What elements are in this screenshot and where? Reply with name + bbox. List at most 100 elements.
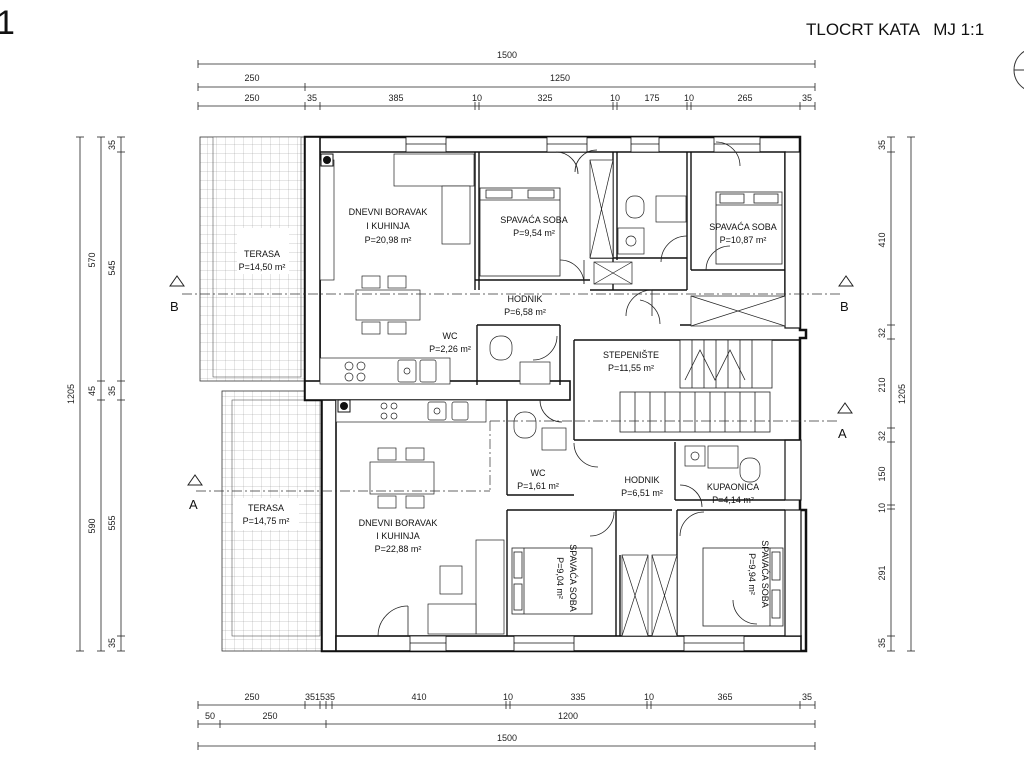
dim-top-r3-8: 265: [737, 93, 752, 103]
stepeniste-area: P=11,55 m²: [608, 363, 654, 373]
chimney-icon: [337, 399, 351, 413]
dim-bot-r1-0: 250: [244, 692, 259, 702]
section-lines: [182, 293, 840, 492]
sofa-bottom: [427, 539, 505, 635]
section-b-right: B: [840, 299, 849, 314]
terrace-top: [199, 136, 306, 382]
spavaca-3-name: SPAVAĆA SOBA: [568, 544, 578, 612]
hodnik-bottom-area: P=6,51 m²: [621, 488, 663, 498]
section-a-right: A: [838, 426, 847, 441]
dim-right-r2-0: 35: [877, 140, 887, 150]
dim-top-total: 1500: [497, 50, 517, 60]
stairs: [619, 339, 773, 433]
dining-table-bottom: [369, 447, 435, 509]
terasa-top-area: P=14,50 m²: [239, 262, 286, 272]
stepeniste-name: STEPENIŠTE: [603, 350, 659, 360]
dim-left-r3-3: 555: [107, 515, 117, 530]
bottom-dimensions: 250 351535 410 10 335 10 365 35 50 250 1…: [197, 692, 816, 750]
kitchen-top: [319, 153, 475, 385]
terrace-bottom: [221, 390, 323, 652]
dim-bot-r1-2: 410: [411, 692, 426, 702]
dim-bot-r2-1: 250: [262, 711, 277, 721]
dim-right-r2-8: 35: [877, 638, 887, 648]
wc-bottom-area: P=1,61 m²: [517, 481, 559, 491]
dim-left-r3-0: 35: [107, 140, 117, 150]
beds: [479, 187, 784, 627]
room-labels: TERASA P=14,50 m² DNEVNI BORAVAK I KUHIN…: [239, 207, 777, 612]
dim-bot-r1-3: 10: [503, 692, 513, 702]
dim-top-r3-7: 10: [684, 93, 694, 103]
spavaca-3-area: P=9,04 m²: [555, 557, 565, 599]
boravak-bottom-line1: DNEVNI BORAVAK: [359, 518, 438, 528]
wc-top-area: P=2,26 m²: [429, 344, 471, 354]
dim-left-r3-1: 545: [107, 260, 117, 275]
dim-bot-r1-1: 351535: [305, 692, 335, 702]
wc-bottom-name: WC: [531, 468, 546, 478]
dim-right-r2-6: 10: [877, 503, 887, 513]
terasa-top-name: TERASA: [244, 249, 280, 259]
spavaca-4-area: P=9,94 m²: [747, 553, 757, 595]
dim-top-r3-6: 175: [644, 93, 659, 103]
terasa-bottom-area: P=14,75 m²: [243, 516, 290, 526]
dim-bot-total: 1500: [497, 733, 517, 743]
dim-top-r3-5: 10: [610, 93, 620, 103]
drawing-title: TLOCRT KATA MJ 1:1: [806, 20, 984, 39]
dim-top-r3-3: 10: [472, 93, 482, 103]
kupaonica-name: KUPAONICA: [707, 482, 759, 492]
spavaca-2-area: P=10,87 m²: [720, 235, 767, 245]
windows-top: [405, 136, 761, 652]
north-arrow-icon: [1013, 50, 1024, 90]
boravak-top-line2: I KUHINJA: [366, 221, 410, 231]
dim-left-r3-4: 35: [107, 638, 117, 648]
hodnik-top-area: P=6,58 m²: [504, 307, 546, 317]
dim-right-r2-3: 210: [877, 377, 887, 392]
hodnik-top-name: HODNIK: [507, 294, 542, 304]
chimney-icon: [320, 153, 334, 167]
dim-bot-r1-5: 10: [644, 692, 654, 702]
dim-left-r3-2: 35: [107, 386, 117, 396]
dim-right-r2-4: 32: [877, 431, 887, 441]
dim-top-r3-2: 385: [388, 93, 403, 103]
dim-top-r3-9: 35: [802, 93, 812, 103]
dim-right-r2-7: 291: [877, 565, 887, 580]
wc-top-name: WC: [443, 331, 458, 341]
dim-bot-r1-7: 35: [802, 692, 812, 702]
boravak-top-area: P=20,98 m²: [365, 235, 412, 245]
spavaca-1-name: SPAVAĆA SOBA: [500, 215, 568, 225]
boravak-bottom-line2: I KUHINJA: [376, 531, 420, 541]
spavaca-4-name: SPAVAĆA SOBA: [760, 540, 770, 608]
right-dimensions: 35 410 32 210 32 150 10 291 35 1205: [877, 136, 915, 652]
dim-right-r2-5: 150: [877, 466, 887, 481]
dim-bot-r1-4: 335: [570, 692, 585, 702]
section-b-left: B: [170, 299, 179, 314]
dining-table-top: [355, 275, 421, 335]
dim-top-r3-1: 35: [307, 93, 317, 103]
wc-top-fixtures: [489, 195, 687, 385]
spavaca-1-area: P=9,54 m²: [513, 228, 555, 238]
terasa-bottom-name: TERASA: [248, 503, 284, 513]
section-a-left: A: [189, 497, 198, 512]
sheet-number: 1: [0, 4, 15, 42]
wc-bottom-fixtures: [513, 411, 761, 483]
dim-bot-r1-6: 365: [717, 692, 732, 702]
dim-top-r3-4: 325: [537, 93, 552, 103]
top-dimensions: 1500 250 1250 250 35 385 10 325 10 175 1…: [197, 50, 816, 110]
dim-left-r2-0: 570: [87, 252, 97, 267]
hodnik-bottom-name: HODNIK: [624, 475, 659, 485]
dim-bot-r2-2: 1200: [558, 711, 578, 721]
kupaonica-area: P=4,14 m²: [712, 495, 754, 505]
dim-right-r2-2: 32: [877, 328, 887, 338]
boravak-bottom-area: P=22,88 m²: [375, 544, 422, 554]
dim-left-r2-1: 45: [87, 386, 97, 396]
dim-left-total: 1205: [66, 384, 76, 404]
section-marker-icon: [169, 275, 854, 486]
dim-top-r3-0: 250: [244, 93, 259, 103]
kitchen-bottom: [335, 399, 487, 423]
dim-bot-r2-0: 50: [205, 711, 215, 721]
left-dimensions: 1205 570 45 590 35 545 35 555 35: [66, 136, 125, 652]
dim-right-total: 1205: [897, 384, 907, 404]
dim-top-r2-1: 1250: [550, 73, 570, 83]
dim-left-r2-2: 590: [87, 518, 97, 533]
wardrobes: [589, 159, 786, 637]
